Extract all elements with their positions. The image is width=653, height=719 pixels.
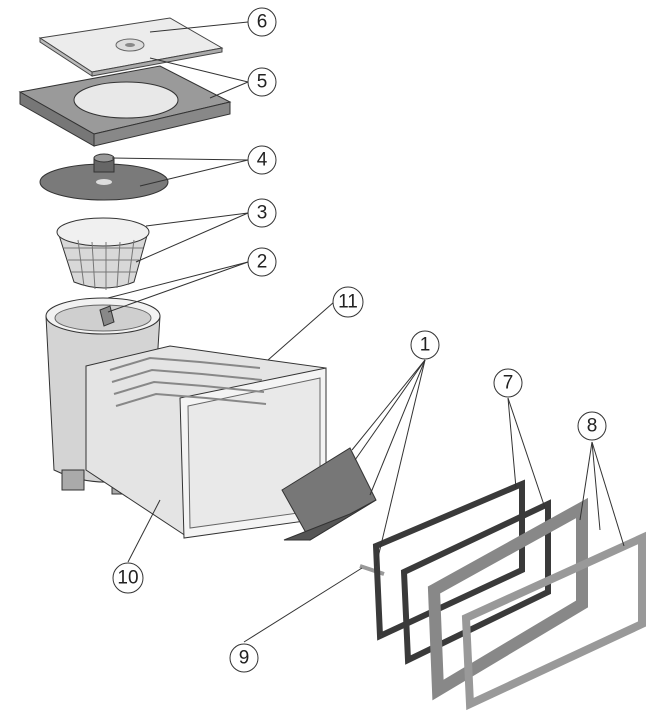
callout-9: 9 <box>229 643 259 673</box>
face-plates-part <box>427 497 646 711</box>
basket-part <box>56 217 150 290</box>
svg-text:8: 8 <box>587 416 598 437</box>
callout-1: 1 <box>410 330 440 360</box>
svg-text:3: 3 <box>257 203 268 224</box>
float-plate-part <box>39 153 169 201</box>
callout-10: 10 <box>112 562 144 594</box>
svg-text:6: 6 <box>257 12 268 33</box>
weir-pin-part <box>359 564 385 576</box>
callout-8: 8 <box>577 411 607 441</box>
lid-frame-part <box>18 65 232 147</box>
callout-7: 7 <box>493 368 523 398</box>
svg-text:5: 5 <box>257 72 268 93</box>
svg-text:7: 7 <box>503 373 514 394</box>
callout-11: 11 <box>332 286 364 318</box>
callout-2: 2 <box>247 247 277 277</box>
mouth-part <box>85 345 327 539</box>
svg-text:11: 11 <box>338 292 358 313</box>
svg-text:2: 2 <box>257 252 268 273</box>
leader-lines <box>107 21 625 643</box>
weir-flap-part <box>281 447 377 541</box>
callout-5: 5 <box>247 67 277 97</box>
callout-3: 3 <box>247 198 277 228</box>
svg-text:10: 10 <box>117 568 138 589</box>
callout-4: 4 <box>247 145 277 175</box>
lid-part <box>38 17 224 77</box>
svg-text:1: 1 <box>420 335 431 356</box>
callout-6: 6 <box>247 7 277 37</box>
gaskets-part <box>372 479 551 665</box>
svg-text:9: 9 <box>239 648 250 669</box>
svg-text:4: 4 <box>257 150 268 171</box>
